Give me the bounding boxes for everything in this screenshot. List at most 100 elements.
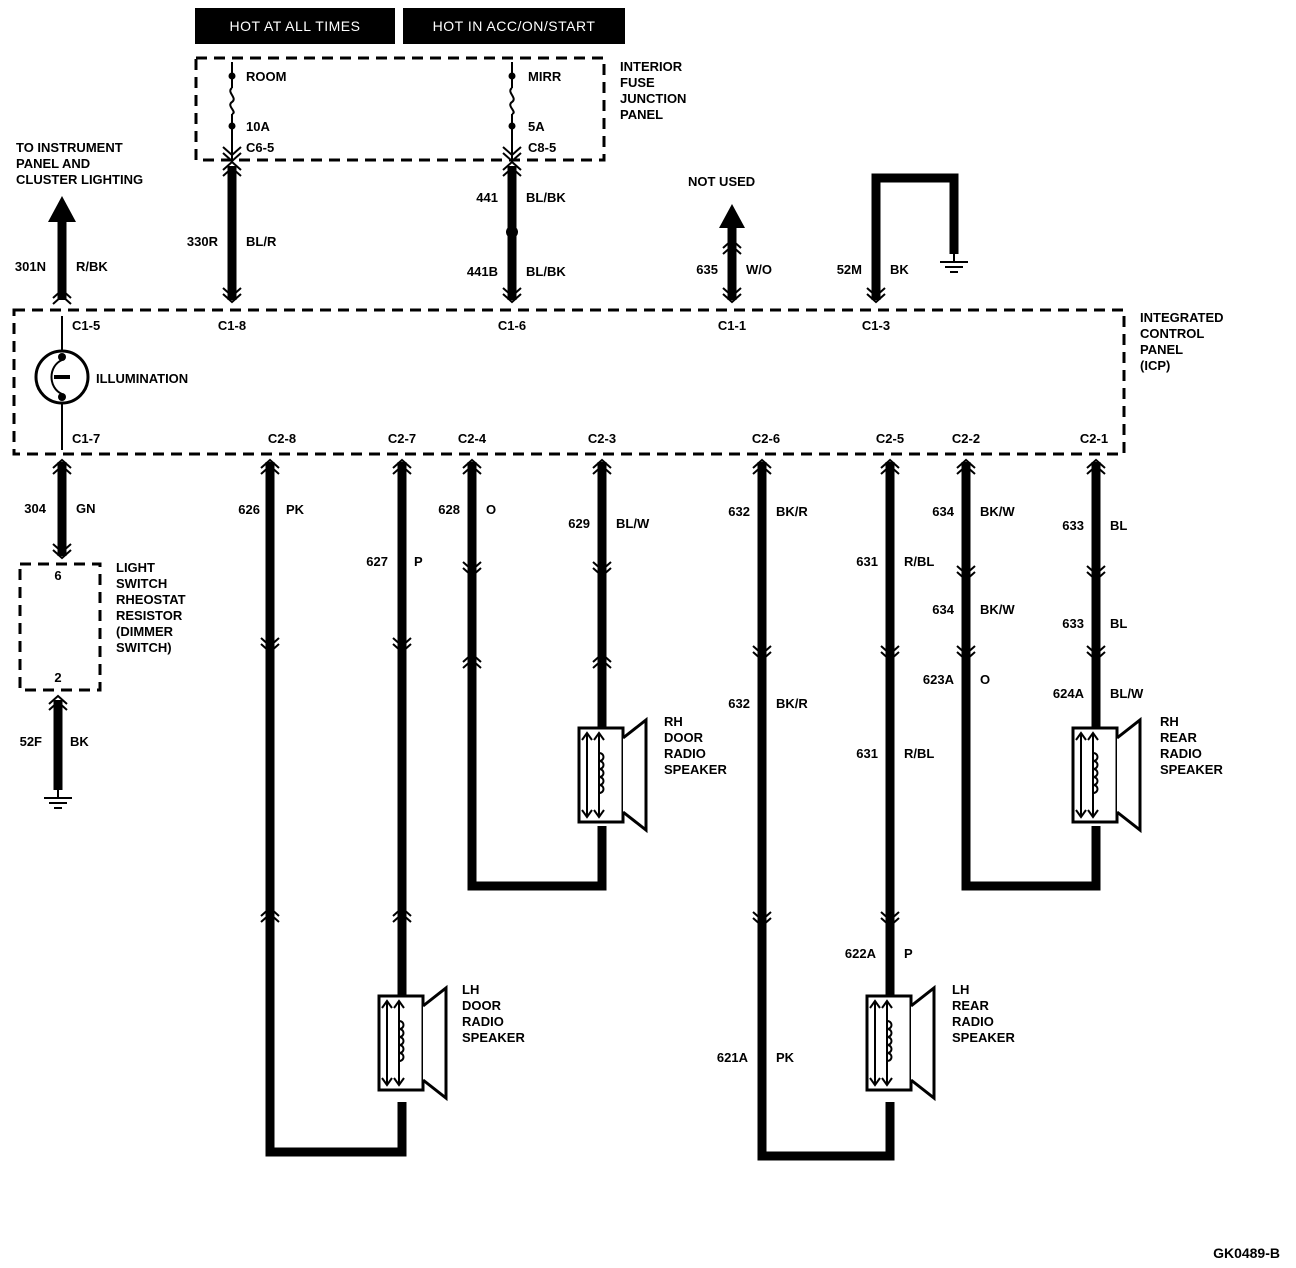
wire-304-color: GN — [76, 501, 96, 516]
wire-629-circuit: 629 — [568, 516, 590, 531]
wire-632b-color: BK/R — [776, 696, 808, 711]
wire-624a-color: BL/W — [1110, 686, 1144, 701]
wire-635-circuit: 635 — [696, 262, 718, 277]
pin-c2-1: C2-1 — [1080, 431, 1108, 446]
icp-name: INTEGRATED CONTROL PANEL (ICP) — [1140, 310, 1227, 373]
pin-c1-7: C1-7 — [72, 431, 100, 446]
pin-c2-7: C2-7 — [388, 431, 416, 446]
fuse-room-rating: 10A — [246, 119, 270, 134]
wire-441 — [502, 161, 522, 303]
wire-301n-circuit: 301N — [15, 259, 46, 274]
lh-rear-speaker-name: LH REAR RADIO SPEAKER — [952, 982, 1015, 1045]
dimmer-pin-bottom: 2 — [54, 670, 61, 685]
wire-631a-color: R/BL — [904, 554, 934, 569]
wire-330r — [222, 161, 242, 303]
wire-621a-circuit: 621A — [717, 1050, 749, 1065]
wire-301n — [48, 196, 76, 305]
wire-624a-circuit: 624A — [1053, 686, 1085, 701]
wire-633b-circuit: 633 — [1062, 616, 1084, 631]
dimmer-pin-top: 6 — [54, 568, 61, 583]
fuse-mirr — [502, 62, 522, 162]
wire-631b-color: R/BL — [904, 746, 934, 761]
wire-633b-color: BL — [1110, 616, 1127, 631]
wire-629-color: BL/W — [616, 516, 650, 531]
wire-52m-color: BK — [890, 262, 909, 277]
fuse-mirr-connector: C8-5 — [528, 140, 556, 155]
wire-621a-color: PK — [776, 1050, 795, 1065]
fuse-mirr-rating: 5A — [528, 119, 545, 134]
fuse-room — [222, 62, 242, 162]
wire-330r-color: BL/R — [246, 234, 277, 249]
dimmer-switch-box — [18, 562, 102, 692]
figure-id: GK0489-B — [1213, 1245, 1280, 1261]
dest-instrument: TO INSTRUMENT PANEL AND CLUSTER LIGHTING — [16, 140, 143, 187]
pin-c1-6: C1-6 — [498, 318, 526, 333]
wire-52f — [43, 695, 73, 809]
wire-633a-color: BL — [1110, 518, 1127, 533]
wire-635-color: W/O — [746, 262, 772, 277]
fuse-mirr-name: MIRR — [528, 69, 562, 84]
fuse-room-name: ROOM — [246, 69, 286, 84]
hot-always-box — [195, 8, 395, 44]
not-used-label: NOT USED — [688, 174, 755, 189]
rh-door-speaker — [577, 718, 648, 832]
wire-623a-circuit: 623A — [923, 672, 955, 687]
wire-622a-color: P — [904, 946, 913, 961]
wire-632a-circuit: 632 — [728, 504, 750, 519]
pin-c1-8: C1-8 — [218, 318, 246, 333]
fuse-panel-name: INTERIOR FUSE JUNCTION PANEL — [620, 59, 690, 122]
wire-52m — [866, 173, 969, 303]
wire-626 — [260, 459, 407, 1157]
wire-632b-circuit: 632 — [728, 696, 750, 711]
wire-627 — [392, 459, 412, 998]
wire-330r-circuit: 330R — [187, 234, 219, 249]
fuse-room-connector: C6-5 — [246, 140, 274, 155]
wire-301n-color: R/BK — [76, 259, 108, 274]
lh-door-speaker — [377, 986, 448, 1100]
wire-52f-color: BK — [70, 734, 89, 749]
hot-acc-label: HOT IN ACC/ON/START — [433, 18, 596, 34]
wire-634b-circuit: 634 — [932, 602, 954, 617]
illumination-label: ILLUMINATION — [96, 371, 188, 386]
wire-441b-color: BL/BK — [526, 264, 566, 279]
hot-always-label: HOT AT ALL TIMES — [230, 18, 361, 34]
wire-627-color: P — [414, 554, 423, 569]
dimmer-name: LIGHT SWITCH RHEOSTAT RESISTOR (DIMMER S… — [116, 560, 189, 655]
wire-626-color: PK — [286, 502, 305, 517]
wire-631b-circuit: 631 — [856, 746, 878, 761]
fuse-panel-box — [194, 56, 606, 162]
wire-634 — [956, 459, 1101, 891]
icp-box — [12, 308, 1126, 456]
wire-627-circuit: 627 — [366, 554, 388, 569]
wire-626-circuit: 626 — [238, 502, 260, 517]
wire-52f-circuit: 52F — [20, 734, 42, 749]
rh-door-speaker-name: RH DOOR RADIO SPEAKER — [664, 714, 727, 777]
wire-634b-color: BK/W — [980, 602, 1015, 617]
lh-door-speaker-name: LH DOOR RADIO SPEAKER — [462, 982, 525, 1045]
wire-633 — [1086, 459, 1106, 730]
wire-634a-circuit: 634 — [932, 504, 954, 519]
wire-52m-circuit: 52M — [837, 262, 862, 277]
pin-c2-6: C2-6 — [752, 431, 780, 446]
wire-441b-circuit: 441B — [467, 264, 498, 279]
wire-622a-circuit: 622A — [845, 946, 877, 961]
wire-631a-circuit: 631 — [856, 554, 878, 569]
pin-c2-8: C2-8 — [268, 431, 296, 446]
illumination-bulb — [34, 316, 90, 450]
rh-rear-speaker — [1071, 718, 1142, 832]
wire-623a-color: O — [980, 672, 990, 687]
wire-628-color: O — [486, 502, 496, 517]
pin-c1-3: C1-3 — [862, 318, 890, 333]
wire-632 — [752, 459, 895, 1161]
wire-441-circuit: 441 — [476, 190, 498, 205]
pin-c2-5: C2-5 — [876, 431, 904, 446]
pin-c1-1: C1-1 — [718, 318, 746, 333]
wire-632a-color: BK/R — [776, 504, 808, 519]
wire-628-circuit: 628 — [438, 502, 460, 517]
pin-c2-2: C2-2 — [952, 431, 980, 446]
pin-c2-4: C2-4 — [458, 431, 487, 446]
wire-628 — [462, 459, 607, 891]
wire-631 — [880, 459, 900, 998]
wire-633a-circuit: 633 — [1062, 518, 1084, 533]
